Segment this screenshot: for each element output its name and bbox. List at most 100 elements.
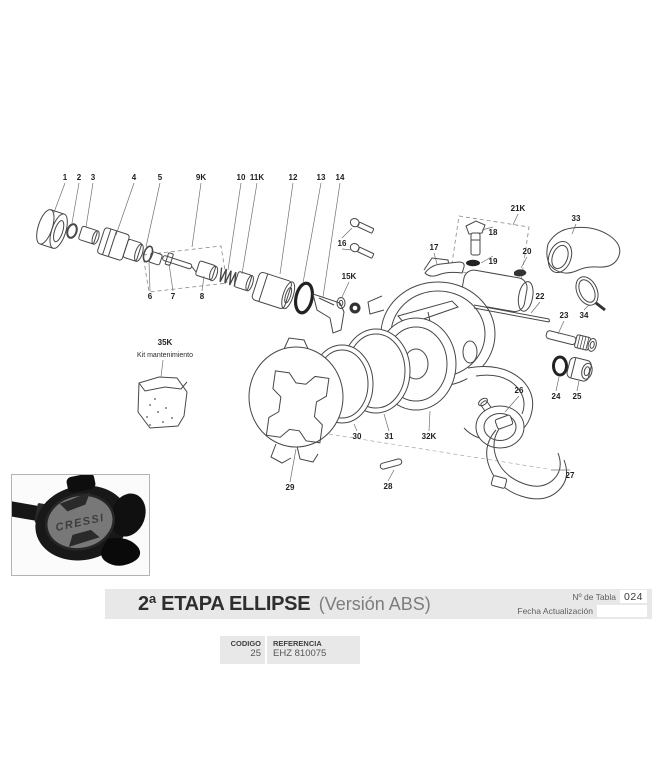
code-column: CODIGO 25 [220,636,265,664]
part-label-10: 10 [237,173,246,182]
update-date-value [597,605,647,617]
leader-line-11K [241,182,258,275]
part-19-drawing [466,259,480,267]
leader-line-4 [115,182,135,236]
part-10-drawing [219,267,237,287]
code-label: CODIGO [230,639,261,648]
part-33-drawing [546,226,621,274]
part-label-26: 26 [515,386,524,395]
part-label-20: 20 [523,247,532,256]
reference-label: REFERENCIA [273,639,322,648]
reference-value: EHZ 810075 [273,648,327,659]
part-label-21K: 21K [511,204,526,213]
part-23-drawing [545,330,597,352]
leader-line-9K [191,182,202,248]
part-label-30: 30 [353,432,362,441]
part-label-14: 14 [336,173,345,182]
leader-line-28 [387,469,395,482]
part-18-drawing [465,220,486,256]
leader-line-20 [520,256,528,269]
product-photo-drawing: CRESSI [3,473,146,566]
leader-line-30 [353,423,358,432]
leader-line-10 [227,182,242,271]
leader-line-16 [341,248,353,251]
part-label-22: 22 [536,292,545,301]
mouthpiece [101,538,141,566]
leader-line-13 [302,182,322,284]
leader-line-34 [583,304,590,311]
leader-line-22 [530,301,541,314]
part-label-6: 6 [148,292,153,301]
part-13-drawing [293,281,315,315]
part-1-drawing [36,209,68,249]
part-label-29: 29 [286,483,295,492]
leader-line-1 [52,182,66,216]
part-label-28: 28 [384,482,393,491]
part-28-drawing [379,458,403,470]
leader-line-21K [512,213,519,226]
table-number-label: Nº de Tabla [572,591,616,602]
leader-line-8 [201,275,205,292]
part-label-5: 5 [158,173,163,182]
part-7-drawing [162,252,197,273]
part-label-12: 12 [289,173,298,182]
kit-sublabel: Kit mantenimiento [137,352,193,359]
front-cover: CRESSI [45,492,115,551]
part-label-3: 3 [91,173,96,182]
update-date-label: Fecha Actualización [517,606,593,616]
part-29-drawing [248,337,344,464]
table-number-row: Nº de Tabla 024 [517,590,647,603]
part-label-23: 23 [560,311,569,320]
leader-line-24 [555,376,560,392]
part-label-33: 33 [572,214,581,223]
part-35K-drawing [137,376,188,429]
code-box: CODIGO 25 REFERENCIA EHZ 810075 [220,636,360,664]
part-34-drawing [575,276,606,312]
leader-line-3 [85,182,94,228]
leader-line-5 [145,182,161,248]
part-20-drawing [514,269,527,277]
part-15K-drawing [336,297,361,314]
leader-line-35K [160,359,164,378]
part-27-drawing [486,414,568,500]
part-label-8: 8 [200,292,205,301]
leader-line-32K [428,410,431,432]
leader-line-6 [148,261,151,292]
part-label-16: 16 [338,239,347,248]
part-label-15K: 15K [342,272,357,281]
leader-line-17 [433,252,438,265]
reference-column: REFERENCIA EHZ 810075 [267,636,360,664]
part-label-13: 13 [317,173,326,182]
leader-line-29 [289,448,297,483]
part-25-drawing [566,356,593,382]
product-photo: CRESSI [3,473,150,576]
leader-line-15K [341,281,350,298]
leader-line-25 [576,380,580,392]
part-label-4: 4 [132,173,137,182]
part-6-drawing [148,251,163,266]
part-label-31: 31 [385,432,394,441]
part-label-34: 34 [580,311,589,320]
part-label-27: 27 [566,471,575,480]
table-meta: Nº de Tabla 024 Fecha Actualización [517,590,647,617]
part-24-drawing [552,355,568,377]
part-4-drawing [97,227,144,262]
leader-line-31 [383,413,390,432]
part-3-drawing [78,225,100,245]
part-label-35K: 35K [158,338,173,347]
table-number-value: 024 [620,590,647,603]
leader-line-14 [322,182,341,298]
title-bar: 2ª ETAPA ELLIPSE (Versión ABS) Nº de Tab… [105,589,652,619]
part-label-9K: 9K [196,173,206,182]
leader-line-33 [571,223,577,235]
axis-line [321,432,549,470]
code-value: 25 [250,648,261,659]
exploded-diagram: Kit mantenimiento 123459K1011K1213146781… [36,173,621,500]
part-label-11K: 11K [250,173,264,182]
part-label-25: 25 [573,392,582,401]
title-main: 2ª ETAPA ELLIPSE [138,592,311,615]
update-date-row: Fecha Actualización [517,605,647,617]
leader-line-19 [480,255,494,264]
